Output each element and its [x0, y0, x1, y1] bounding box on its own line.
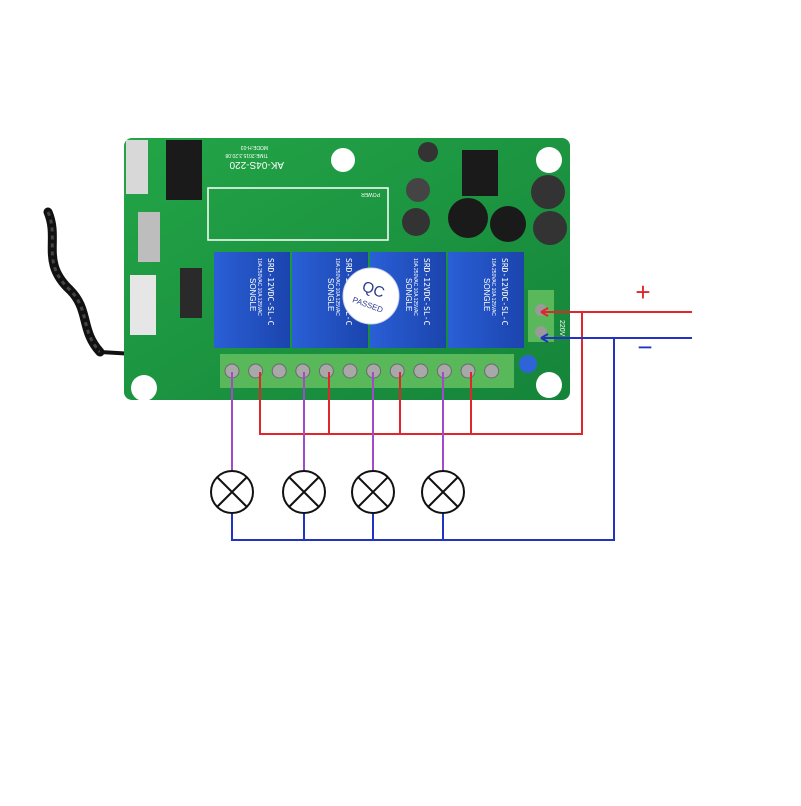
terminal-label: NO1 — [233, 400, 248, 407]
relay-3: SONGLE SRD-12VDC-SL-C 10A 250VAC 10A 125… — [370, 252, 446, 348]
mounting-hole — [331, 148, 355, 172]
relay-model: SRD-12VDC-SL-C — [500, 258, 509, 326]
silkscreen-box — [207, 187, 389, 241]
capacitor — [533, 211, 567, 245]
terminal-label: NC4 — [486, 400, 500, 407]
mounting-hole — [536, 147, 562, 173]
lamp-icon — [216, 476, 248, 508]
relay-model: SRD-12VDC-SL-C — [422, 258, 431, 326]
terminal-screw — [342, 363, 358, 379]
mounting-hole — [131, 375, 157, 401]
terminal-label: NO2 — [302, 400, 317, 407]
terminal-labels: NO1 COM1 NC1 NO2 COM2 NC2 NO3 COM3 NC3 N… — [233, 400, 500, 407]
receiver-module — [130, 275, 156, 335]
negative-label: − — [637, 332, 652, 362]
lamp-3 — [351, 470, 395, 514]
relay-1: SONGLE SRD-12VDC-SL-C 10A 250VAC 10A 125… — [214, 252, 290, 348]
terminal-screw — [413, 363, 429, 379]
relay-brand: SONGLE — [482, 278, 491, 311]
resistor-array — [180, 268, 202, 318]
mounting-hole — [536, 372, 562, 398]
qc-sticker: QC PASSED — [342, 267, 400, 325]
terminal-screw — [484, 363, 500, 379]
relay-rating: 10A 250VAC 10A 125VAC — [412, 258, 418, 316]
terminal-screw — [436, 363, 452, 379]
terminal-screw — [271, 363, 287, 379]
lamp-icon — [357, 476, 389, 508]
relay-4: SONGLE SRD-12VDC-SL-C 10A 250VAC 10A 125… — [448, 252, 524, 348]
relay-rating: 10A 250VAC 10A 125VAC — [334, 258, 340, 316]
pcb-board: AK-04S-220 MODE:H-03 TIME:2015.3.20.08 P… — [124, 138, 570, 407]
lamp-wires — [231, 372, 444, 472]
crystal — [126, 140, 148, 194]
relay-brand: SONGLE — [404, 278, 413, 311]
power-terminal-block: 220V — [519, 290, 565, 373]
terminal-screw — [318, 363, 334, 379]
positive-wire — [259, 307, 692, 435]
relay-brand: SONGLE — [326, 278, 335, 311]
relay-model: SRD-12VDC-SL-C — [266, 258, 275, 326]
lamp-4 — [421, 470, 465, 514]
terminal-label: COM2 — [322, 400, 342, 407]
capacitor — [402, 208, 430, 236]
board-small-label-2: TIME:2015.3.20.08 — [225, 152, 268, 158]
relay-rating: 10A 250VAC 10A 125VAC — [490, 258, 496, 316]
varistor — [519, 355, 537, 373]
terminal-label: NO4 — [440, 400, 455, 407]
inductor — [448, 198, 488, 238]
ac-label: 220V — [558, 320, 565, 337]
terminal-label: NO3 — [371, 400, 386, 407]
lamp-icon — [288, 476, 320, 508]
output-terminal-block — [220, 354, 514, 388]
capacitor — [406, 178, 430, 202]
relay-brand: SONGLE — [248, 278, 257, 311]
oscillator — [138, 212, 160, 262]
lamp-icon — [427, 476, 459, 508]
ic-chip — [462, 150, 498, 196]
terminal-label: NC1 — [279, 400, 293, 407]
terminal-label: COM4 — [460, 400, 480, 407]
terminal-screw — [295, 363, 311, 379]
board-small-label-1: MODE:H-03 — [241, 144, 268, 150]
relay-rating: 10A 250VAC 10A 125VAC — [256, 258, 262, 316]
negative-wire — [231, 333, 692, 541]
terminal-label: NC2 — [348, 400, 362, 407]
power-label: POWER — [361, 191, 380, 197]
terminal-label: COM1 — [253, 400, 273, 407]
terminal-screw — [460, 363, 476, 379]
qc-title: QC — [360, 278, 387, 302]
antenna — [43, 207, 135, 357]
lamp-1 — [210, 470, 254, 514]
terminal-label: NC3 — [417, 400, 431, 407]
board-model: AK-04S-220 — [229, 159, 284, 170]
inductor — [490, 206, 526, 242]
lamp-2 — [282, 470, 326, 514]
terminal-screw — [535, 326, 547, 338]
capacitor — [418, 142, 438, 162]
terminal-screw — [389, 363, 405, 379]
positive-label: + — [635, 277, 650, 307]
ic-chip — [166, 140, 202, 200]
capacitor — [531, 175, 565, 209]
